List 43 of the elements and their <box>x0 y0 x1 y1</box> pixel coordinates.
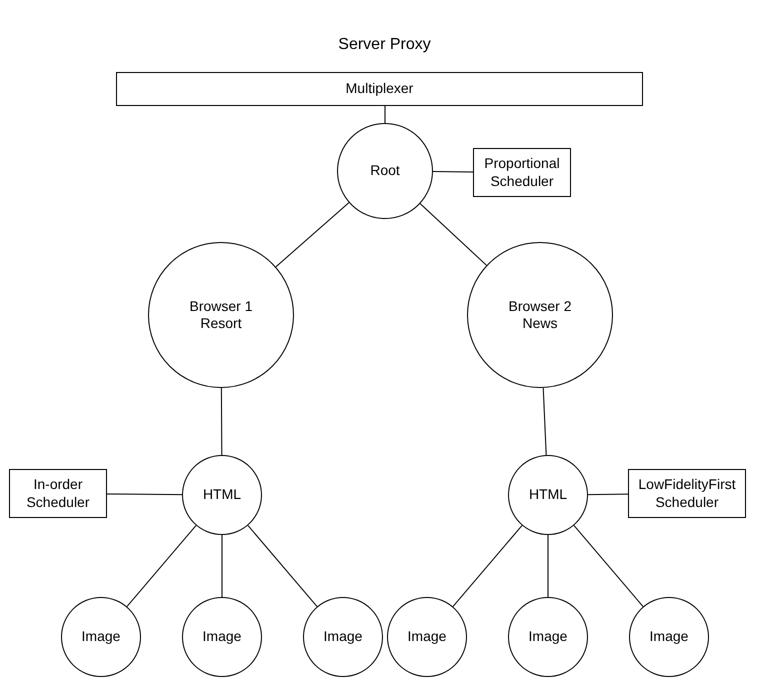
node-label: Image <box>202 628 242 646</box>
connector-line <box>106 493 182 496</box>
process-box <box>116 72 643 106</box>
connector-line <box>542 387 547 456</box>
circle-node <box>303 597 383 677</box>
diagram-title: Server Proxy <box>337 36 432 54</box>
circle-node <box>629 597 709 677</box>
connector-line <box>384 106 386 124</box>
circle-node <box>182 455 262 535</box>
node-label: HTML <box>528 486 568 504</box>
node-label: Image <box>650 628 688 646</box>
circle-node <box>61 597 141 677</box>
node-label: Proportional Scheduler <box>483 155 561 190</box>
node-label: Image <box>82 628 120 646</box>
scheduler-box <box>9 469 107 518</box>
node-label: In-order Scheduler <box>25 476 91 511</box>
connector-line <box>420 203 488 266</box>
connector-line <box>452 524 523 608</box>
node-label: Browser 2 News <box>507 298 573 332</box>
node-label: Browser 1 Resort <box>188 298 254 332</box>
connector-line <box>220 388 222 456</box>
connector-line <box>126 524 197 608</box>
circle-node <box>508 597 588 677</box>
scheduler-box <box>473 148 571 197</box>
connector-line <box>247 524 318 608</box>
connector-line <box>432 171 474 172</box>
circle-node <box>337 123 433 219</box>
circle-node <box>467 242 613 388</box>
connector-line <box>573 524 644 608</box>
connector-line <box>275 202 350 268</box>
circle-node <box>148 242 294 388</box>
node-label: Image <box>528 628 568 646</box>
node-label: Image <box>408 628 446 646</box>
node-label: LowFidelityFirst Scheduler <box>637 476 737 511</box>
circle-node <box>508 455 588 535</box>
circle-node <box>387 597 467 677</box>
circle-node <box>182 597 262 677</box>
node-label: Root <box>370 162 400 180</box>
node-label: Image <box>324 628 362 646</box>
node-label: Multiplexer <box>346 80 414 98</box>
connector-line <box>588 494 628 496</box>
node-label: HTML <box>202 486 242 504</box>
scheduler-box <box>628 469 746 518</box>
